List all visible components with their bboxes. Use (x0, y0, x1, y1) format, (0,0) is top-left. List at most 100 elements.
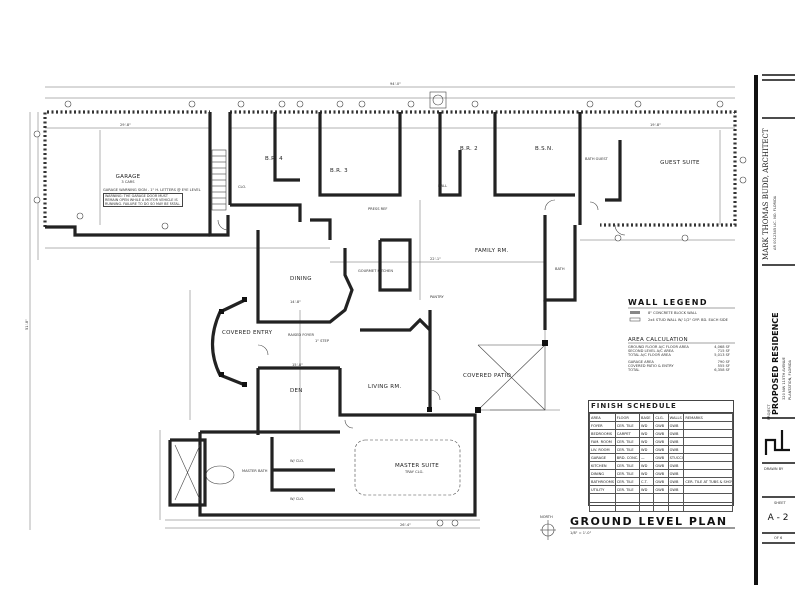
schedule-cell: C.T. (639, 477, 655, 486)
tray-ceiling-outline (354, 439, 461, 496)
schedule-cell (683, 421, 733, 430)
svg-text:SECOND LEVEL A/C AREA: SECOND LEVEL A/C AREA (628, 349, 674, 353)
schedule-empty-row (589, 502, 733, 512)
title-block: MARK THOMAS BUDD, ARCHITECT AR 0012345 L… (754, 74, 795, 585)
svg-text:GROUND FLOOR A/C FLOOR AREA: GROUND FLOOR A/C FLOOR AREA (628, 345, 689, 349)
svg-text:5,013 SF: 5,013 SF (714, 353, 730, 357)
schedule-cell: WD (639, 429, 655, 438)
schedule-cell (683, 469, 733, 478)
wall-legend: WALL LEGEND 8" CONCRETE BLOCK WALL 2x4 S… (627, 298, 735, 372)
schedule-cell: LIV. ROOM (589, 445, 616, 454)
plan-title: GROUND LEVEL PLAN (570, 515, 728, 528)
room-family: FAMILY RM. (475, 248, 509, 254)
svg-text:TOTAL: TOTAL (627, 368, 639, 372)
schedule-cell: GWB (653, 429, 669, 438)
planter (174, 444, 201, 501)
schedule-cell: BRD. CONC. (614, 453, 641, 462)
room-guest-suite: GUEST SUITE (660, 160, 700, 166)
svg-text:GARAGE AREA: GARAGE AREA (628, 360, 654, 364)
schedule-header: CLG. (653, 413, 669, 422)
schedule-cell: GWB (667, 421, 685, 430)
schedule-cell: GWB (667, 437, 685, 446)
schedule-cell: WD (639, 445, 655, 454)
dim-left: 51'-8" (25, 319, 29, 330)
schedule-cell (639, 493, 655, 503)
schedule-cell: FAM. ROOM (589, 437, 616, 446)
schedule-header: FLOOR (614, 413, 641, 422)
stud-wall-swatch (629, 317, 641, 322)
schedule-cell (653, 502, 669, 512)
step-note: 1" STEP (315, 339, 330, 343)
schedule-cell: KITCHEN (589, 461, 616, 470)
room-den: DEN (290, 388, 303, 394)
schedule-cell: GWB (653, 485, 669, 494)
room-wi-clo-2: W/ CLO. (290, 497, 304, 501)
svg-text:4,068 SF: 4,068 SF (714, 345, 730, 349)
svg-text:COVERED PATIO & ENTRY: COVERED PATIO & ENTRY (628, 364, 674, 368)
dim-dining: 14'-8" (290, 300, 301, 304)
schedule-cell: GWB (667, 485, 685, 494)
schedule-cell: BATHROOMS (589, 477, 616, 486)
dim-master: 26'-4" (400, 523, 411, 527)
ac-fan-icon (432, 94, 444, 106)
schedule-cell: DINING (589, 469, 616, 478)
room-raised-foyer: RAISED FOYER (288, 333, 314, 337)
covered-entry-outline (210, 297, 247, 387)
north-arrow-icon (540, 520, 556, 540)
room-hall: HALL (438, 184, 447, 188)
tray-clg-note: TRAY CLG. (404, 470, 424, 474)
schedule-cell: WD (639, 485, 655, 494)
area-calc-title: AREA CALCULATION (628, 337, 688, 343)
garage-warning-box: WARNING: THE GARAGE DOOR MUST REMAIN OPE… (103, 193, 183, 207)
schedule-cell: GWB (653, 437, 669, 446)
room-bath-guest: BATH GUEST (585, 157, 609, 161)
schedule-cell: GWB (667, 469, 685, 478)
schedule-cell: WD (639, 461, 655, 470)
schedule-cell (589, 502, 616, 512)
room-clo: CLO. (238, 185, 246, 189)
room-garage-sub: 3 CARS (121, 180, 135, 184)
svg-text:TOTAL A/C FLOOR AREA: TOTAL A/C FLOOR AREA (627, 353, 671, 357)
architect-name: MARK THOMAS BUDD, ARCHITECT (762, 128, 770, 260)
room-bath: BATH (555, 267, 565, 271)
room-covered-patio: COVERED PATIO (463, 373, 511, 379)
schedule-cell: BEDROOMS (589, 429, 616, 438)
project-label: PROJECT (767, 404, 771, 420)
area-calc-rows: GROUND FLOOR A/C FLOOR AREA 4,068 SF SECO… (627, 345, 730, 372)
schedule-cell: GWB (667, 461, 685, 470)
schedule-cell (589, 493, 616, 503)
walls (43, 110, 737, 517)
schedule-cell: CER. TILE (614, 461, 641, 470)
dim-overall: 94'-0" (390, 82, 401, 86)
svg-text:6,358 SF: 6,358 SF (714, 368, 730, 372)
room-labels: GARAGE 3 CARS GARAGE WARNING SIGN - 1" H… (103, 146, 700, 501)
room-br4: B.R. 4 (265, 156, 283, 162)
room-press-ref: PRESS REF (368, 207, 387, 211)
sheet-number: A - 2 (768, 513, 789, 523)
schedule-cell: GWB (653, 453, 669, 462)
room-master-suite: MASTER SUITE (395, 463, 439, 469)
schedule-cell: WD (639, 421, 655, 430)
room-living: LIVING RM. (368, 384, 402, 390)
block-wall-swatch (630, 311, 640, 314)
legend-item: 8" CONCRETE BLOCK WALL (648, 311, 697, 315)
finish-schedule-title: FINISH SCHEDULE (589, 401, 733, 413)
dim-den: 15'-8" (292, 363, 303, 367)
schedule-cell: GWB (667, 429, 685, 438)
schedule-cell: CER. TILE (614, 437, 641, 446)
schedule-cell (683, 485, 733, 494)
dim-family: 22'-1" (430, 257, 441, 261)
schedule-cell (683, 453, 733, 462)
schedule-cell (683, 502, 733, 512)
dim-guest: 19'-8" (650, 123, 661, 127)
schedule-header: BASE (639, 413, 655, 422)
schedule-cell (614, 493, 641, 503)
room-covered-entry: COVERED ENTRY (222, 330, 273, 336)
